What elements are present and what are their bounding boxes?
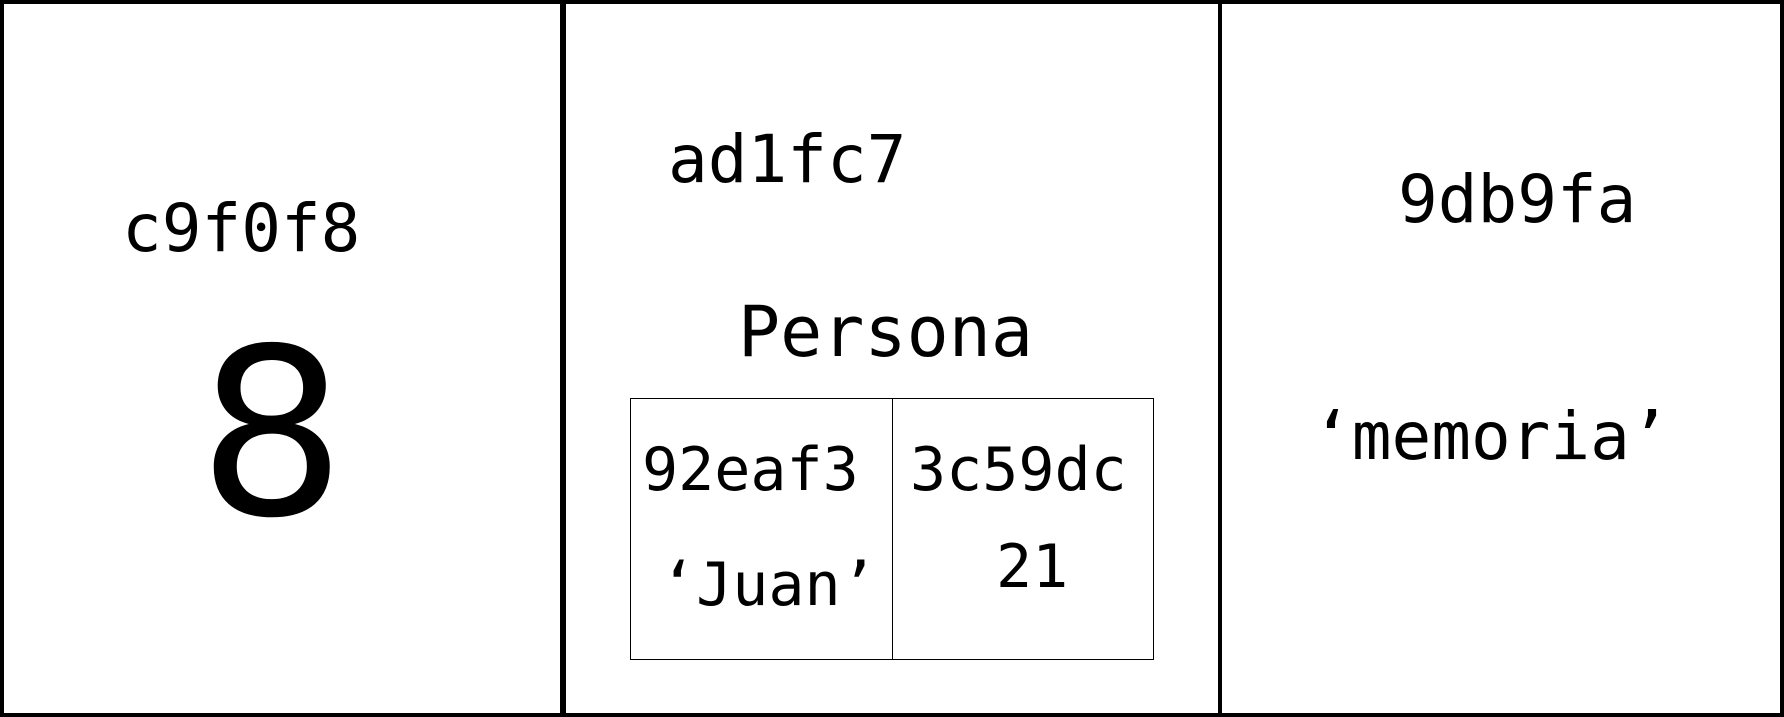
memory-cell-right — [1218, 0, 1784, 717]
cell-address-left: c9f0f8 — [122, 190, 361, 267]
field-value-name: ‘Juan’ — [660, 550, 877, 620]
field-address-age: 3c59dc — [910, 435, 1127, 505]
field-value-age: 21 — [996, 532, 1069, 602]
struct-field-divider — [892, 398, 893, 660]
field-address-name: 92eaf3 — [642, 435, 859, 505]
cell-address-right: 9db9fa — [1398, 161, 1637, 238]
cell-address-middle: ad1fc7 — [668, 121, 907, 198]
cell-value-left: 8 — [198, 299, 346, 569]
struct-type-label: Persona — [738, 291, 1034, 373]
memory-cell-left — [0, 0, 564, 717]
cell-value-right: ‘memoria’ — [1312, 398, 1670, 475]
